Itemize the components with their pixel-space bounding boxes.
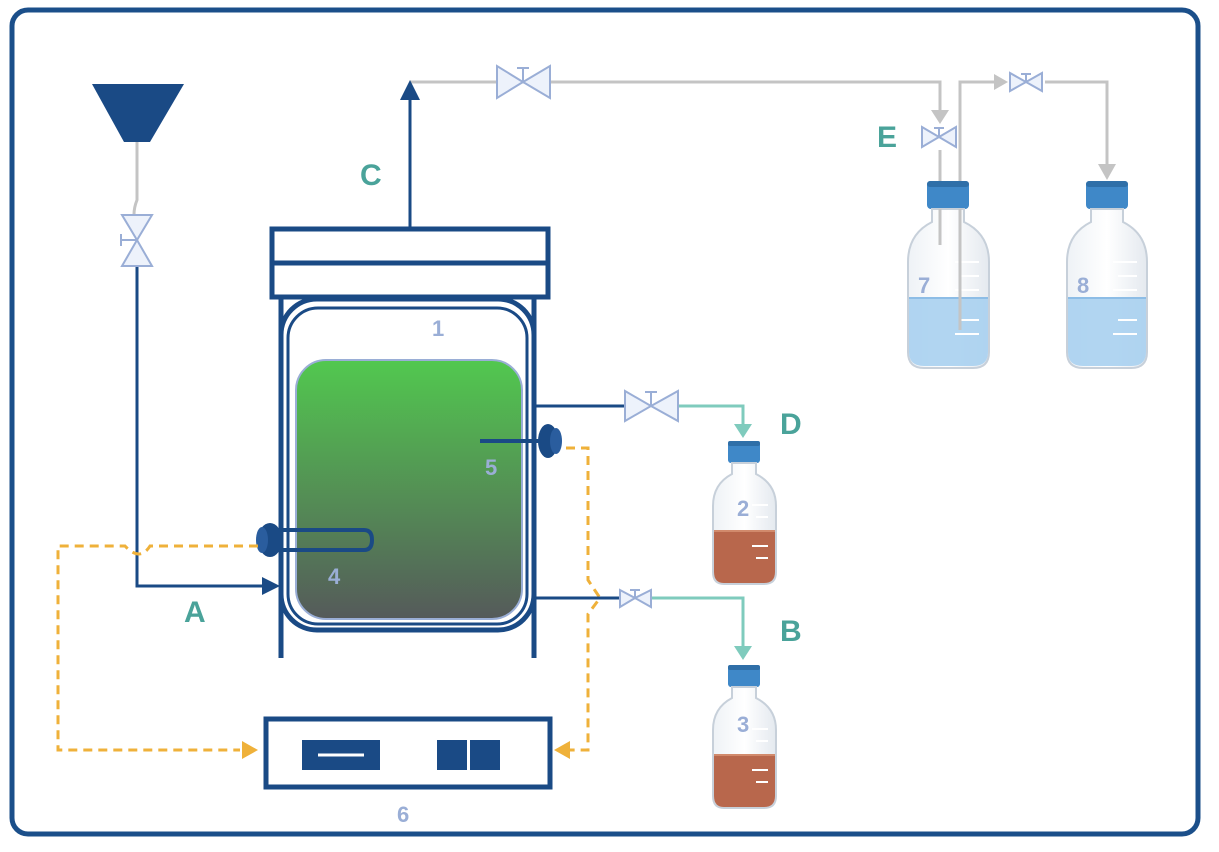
label-b: B <box>780 615 802 648</box>
feed-line-a <box>135 266 272 588</box>
label-4: 4 <box>328 564 341 589</box>
valve-icon <box>120 214 154 267</box>
label-1: 1 <box>432 316 444 341</box>
valve-icon <box>1009 71 1043 93</box>
label-d: D <box>780 408 802 441</box>
number-labels: 1 2 3 4 5 6 7 8 <box>328 273 1089 827</box>
feed-arrowhead <box>262 577 280 595</box>
bottle-icon <box>712 665 777 809</box>
label-3: 3 <box>737 712 749 737</box>
label-8: 8 <box>1077 273 1089 298</box>
harvest-arrowhead-d <box>734 424 752 438</box>
label-6: 6 <box>397 802 409 827</box>
harvest-line-d <box>536 404 745 428</box>
funnel-icon <box>92 84 184 142</box>
signal-lines <box>56 446 602 752</box>
bottle-icon <box>907 181 990 369</box>
label-c: C <box>360 159 382 192</box>
letter-labels: A B C D E <box>184 121 897 648</box>
label-2: 2 <box>737 496 749 521</box>
label-5: 5 <box>485 455 497 480</box>
controller-icon <box>263 716 553 790</box>
bottle-icon <box>712 441 777 585</box>
label-e: E <box>877 121 897 154</box>
reactor-vessel <box>269 226 551 658</box>
outer-frame <box>9 7 1201 837</box>
drain-line-b <box>536 596 745 652</box>
label-a: A <box>184 596 206 629</box>
signal-arrowheads <box>242 741 570 759</box>
heater-icon <box>256 523 375 557</box>
valve-icon <box>624 389 679 423</box>
valve-icon <box>921 125 957 149</box>
valve-icon <box>496 64 551 100</box>
probe-icon <box>480 424 562 458</box>
bottle-icon <box>1066 181 1148 369</box>
drain-arrowhead-b <box>734 646 752 660</box>
valve-icon <box>619 588 652 609</box>
label-7: 7 <box>918 273 930 298</box>
culture-medium <box>295 359 523 620</box>
